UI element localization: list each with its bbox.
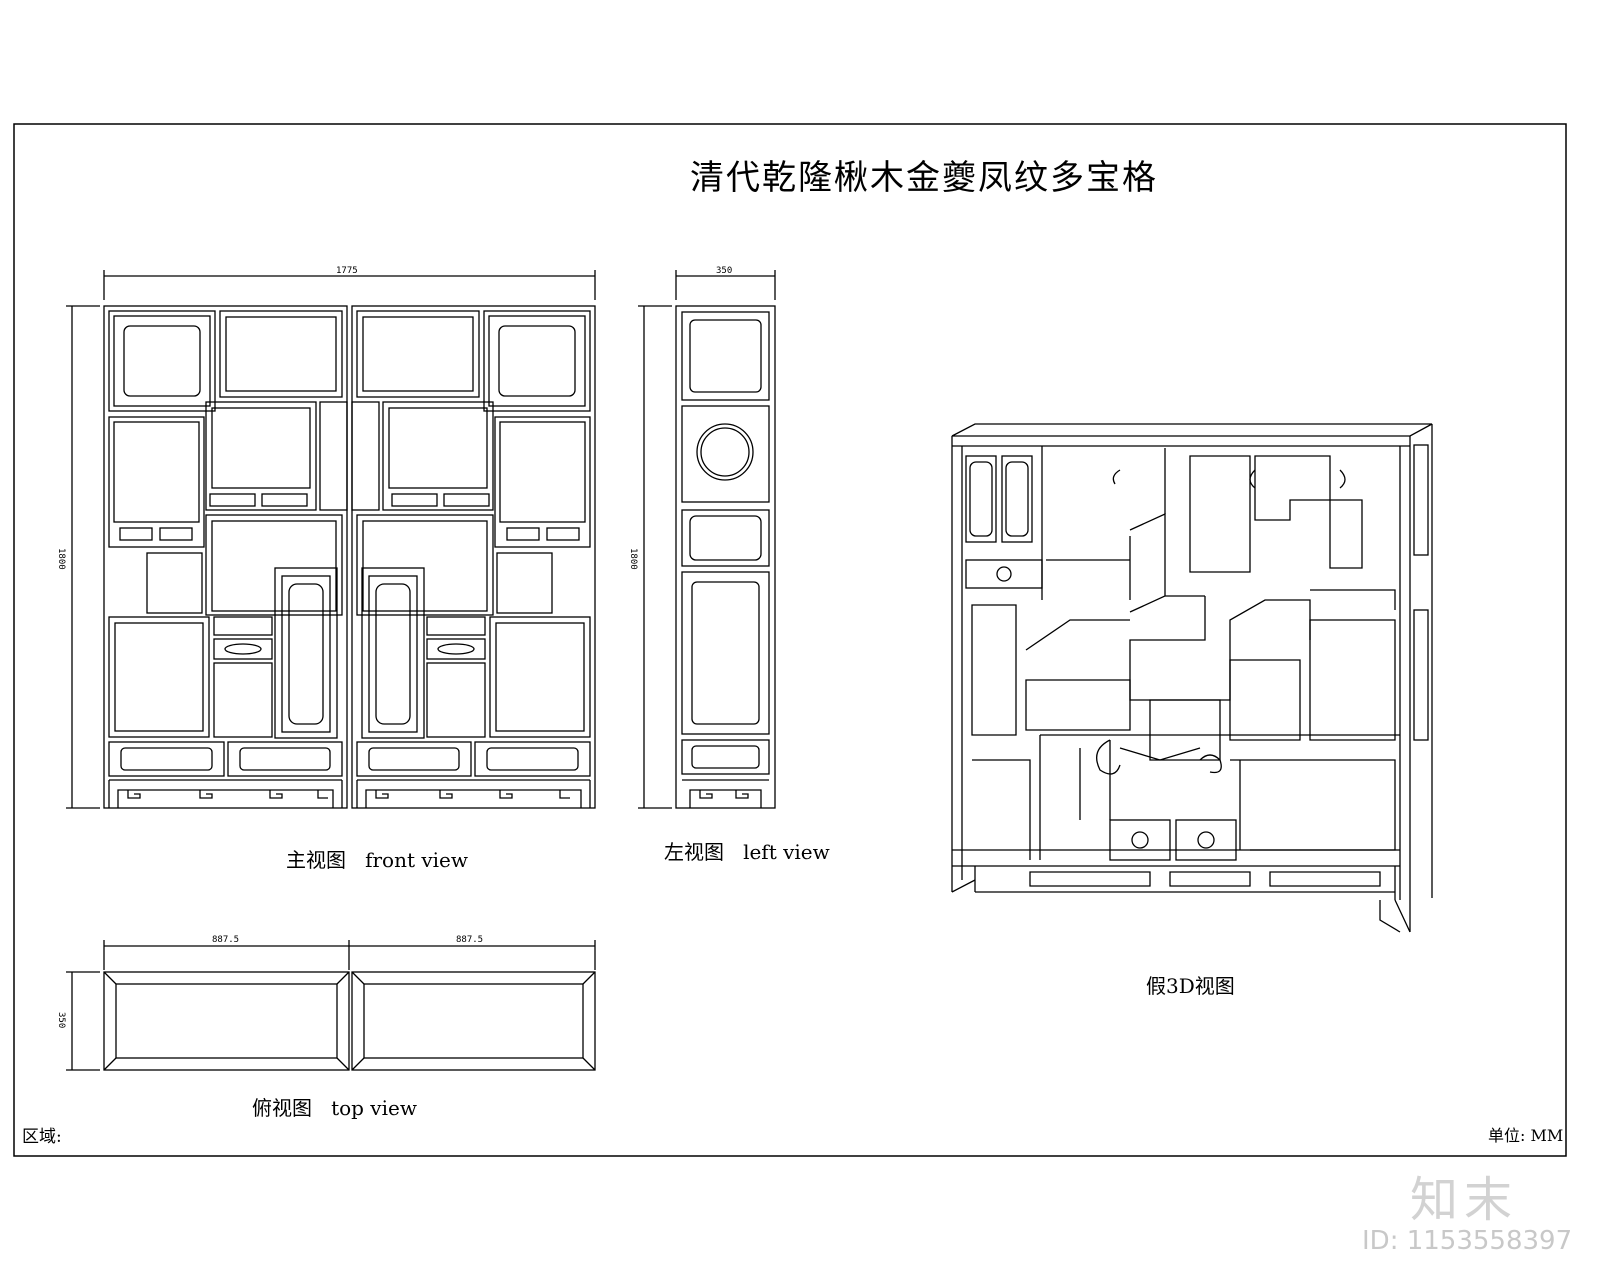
left-width-dimension: 350 — [716, 266, 733, 276]
unit-label: 单位: MM — [1488, 1126, 1564, 1145]
left-view-label: 左视图 left view — [664, 840, 830, 864]
front-view-label: 主视图 front view — [286, 848, 469, 872]
top-right-dimension: 887.5 — [456, 935, 484, 945]
front-height-dimension: 1800 — [56, 548, 66, 570]
pseudo-3d-view-label: 假3D视图 — [1146, 974, 1235, 998]
top-view-label: 俯视图 top view — [252, 1096, 417, 1120]
front-width-dimension: 1775 — [336, 266, 358, 276]
top-depth-dimension: 350 — [56, 1012, 66, 1029]
left-view-drawing — [638, 270, 776, 809]
drawing-title: 清代乾隆楸木金夔凤纹多宝格 — [690, 158, 1158, 198]
top-view-drawing — [66, 940, 596, 1071]
watermark-logo: 知末 — [1410, 1172, 1519, 1228]
pseudo-3d-drawing — [951, 423, 1433, 933]
top-left-dimension: 887.5 — [212, 935, 240, 945]
left-height-dimension: 1800 — [628, 548, 638, 570]
front-view-drawing — [66, 270, 596, 809]
area-label: 区域: — [22, 1127, 62, 1147]
sheet-border — [13, 123, 1567, 1157]
watermark-image-id: ID: 1153558397 — [1362, 1226, 1573, 1256]
